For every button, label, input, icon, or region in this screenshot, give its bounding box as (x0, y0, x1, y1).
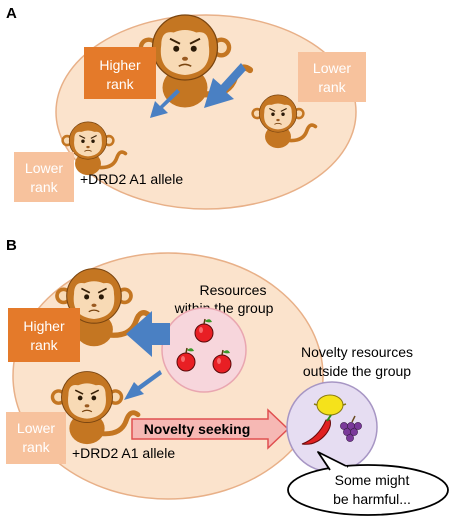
lower-rank-line1-right-a: Lower (313, 60, 351, 76)
panel-a-label: A (6, 5, 17, 22)
dominance-arrow-large (204, 63, 246, 108)
speech-bubble (287, 451, 449, 516)
resource-access-arrow-large (126, 311, 170, 357)
lower-rank-box-b (6, 412, 66, 464)
higher-rank-line1-a: Higher (99, 57, 141, 73)
novelty-seeking-arrow (131, 408, 290, 450)
higher-rank-line2-a: rank (106, 76, 134, 92)
dominance-arrow-small (150, 89, 180, 118)
lower-rank-line2-right-a: rank (318, 79, 346, 95)
resource-access-arrow-small (124, 370, 162, 400)
novelty-resources-line1: Novelty resources (301, 344, 413, 360)
novelty-seeking-label: Novelty seeking (144, 421, 251, 437)
panel-b: B Resources within the group Higher rank… (6, 237, 449, 516)
allele-label-b: +DRD2 A1 allele (72, 445, 175, 461)
lower-rank-line2-left-a: rank (30, 179, 58, 195)
panel-a: A Higher rank Lower rank Lower rank +DRD… (6, 5, 366, 210)
lower-rank-box-right-a (298, 52, 366, 102)
resources-within-line1: Resources (200, 282, 267, 298)
higher-rank-line2-b: rank (30, 337, 58, 353)
chili-pepper-icon (301, 414, 332, 445)
speech-line1: Some might (335, 472, 410, 488)
speech-line2: be harmful... (333, 491, 411, 507)
higher-rank-line1-b: Higher (23, 318, 65, 334)
lower-rank-box-left-a (14, 152, 74, 202)
panel-b-label: B (6, 237, 17, 254)
higher-rank-box-b (8, 308, 80, 362)
higher-rank-box-a (84, 47, 156, 99)
allele-label-a: +DRD2 A1 allele (80, 171, 183, 187)
lower-rank-line1-b: Lower (17, 420, 55, 436)
lower-rank-line1-left-a: Lower (25, 160, 63, 176)
novelty-resources-line2: outside the group (303, 363, 411, 379)
grapes-icon (340, 415, 362, 442)
lower-rank-line2-b: rank (22, 439, 50, 455)
